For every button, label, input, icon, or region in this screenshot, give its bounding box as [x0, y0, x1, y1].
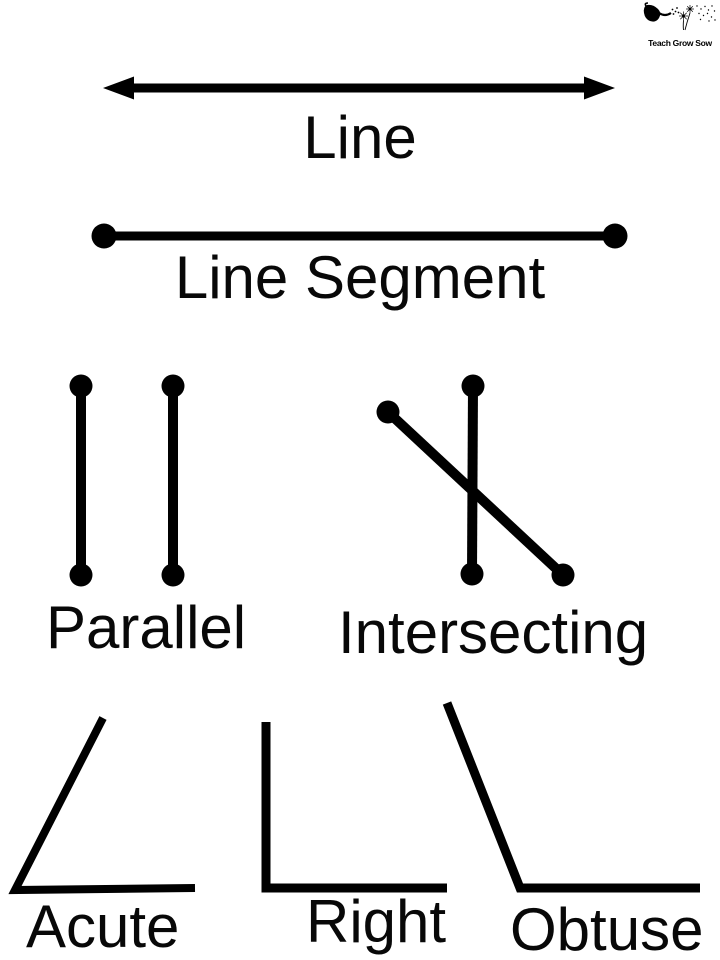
watering-can-icon [643, 2, 672, 22]
dandelion-icon [679, 5, 694, 31]
line-figure [103, 76, 615, 100]
obtuse-angle-figure [442, 701, 700, 893]
parallel-label: Parallel [46, 594, 247, 661]
intersecting-figure [376, 374, 575, 587]
teach-grow-sow-logo: Teach Grow Sow [642, 2, 718, 48]
right-angle-figure [261, 722, 447, 893]
line-label: Line [303, 104, 417, 171]
line-segment-label: Line Segment [174, 244, 546, 311]
water-drops-icon [671, 7, 680, 15]
acute-angle-figure [8, 716, 196, 895]
right-label: Right [306, 888, 447, 955]
line-segment-figure [91, 223, 628, 249]
dandelion-seeds-icon [696, 5, 716, 22]
acute-label: Acute [26, 893, 180, 960]
intersecting-label: Intersecting [338, 599, 649, 666]
logo-brand-text: Teach Grow Sow [648, 38, 712, 48]
obtuse-label: Obtuse [510, 896, 704, 960]
parallel-figure [69, 374, 185, 587]
watering-can-dandelion-icon [643, 2, 716, 31]
